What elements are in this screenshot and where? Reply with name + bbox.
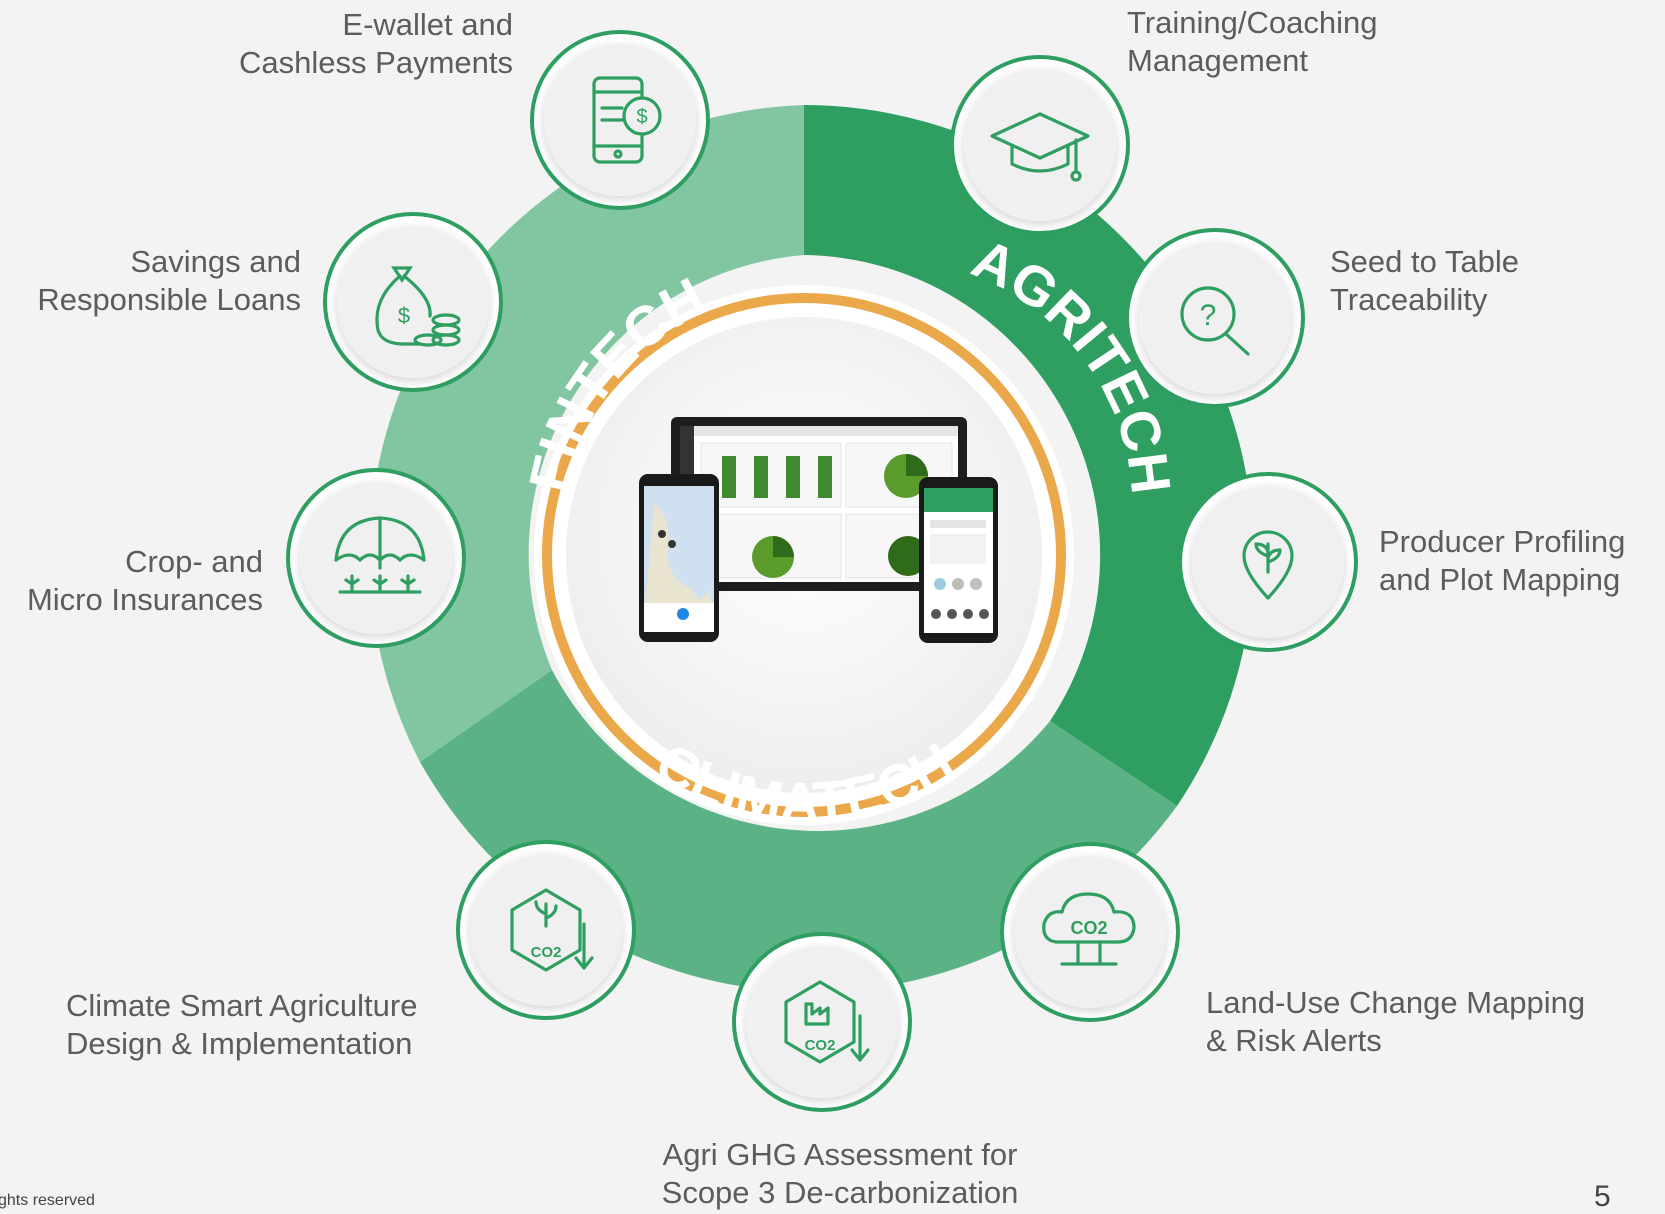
svg-text:CO2: CO2 <box>805 1037 836 1054</box>
training-node <box>950 55 1130 235</box>
co2-cloud-icon: CO2 <box>1042 892 1136 966</box>
savings-node: $ <box>323 212 503 392</box>
money-bag-icon: $ <box>375 266 461 347</box>
label-landuse: Land-Use Change Mapping& Risk Alerts <box>1206 985 1586 1058</box>
csa-node: CO2 <box>456 840 636 1020</box>
svg-text:CO2: CO2 <box>1070 918 1107 938</box>
profiling-node <box>1178 472 1358 652</box>
insurance-node <box>286 468 466 648</box>
ewallet-node: $ <box>530 30 710 210</box>
umbrella-crops-icon <box>334 516 426 594</box>
graduation-cap-icon <box>990 112 1090 182</box>
svg-text:?: ? <box>1200 299 1217 332</box>
ghg-node: CO2 <box>732 932 912 1112</box>
magnifier-question-icon: ? <box>1180 286 1250 356</box>
copyright-text: ghts reserved <box>0 1192 95 1209</box>
landuse-node: CO2 <box>1000 842 1180 1022</box>
svg-text:$: $ <box>398 303 410 328</box>
svg-text:$: $ <box>636 106 647 128</box>
co2-factory-hexagon-icon: CO2 <box>784 980 870 1064</box>
mobile-payment-icon: $ <box>592 76 662 164</box>
orange-ring <box>542 293 1066 817</box>
page-number: 5 <box>1594 1180 1611 1213</box>
svg-text:CO2: CO2 <box>531 944 562 961</box>
traceability-node: ? <box>1125 228 1305 408</box>
location-pin-plant-icon <box>1242 530 1294 600</box>
co2-plant-hexagon-icon: CO2 <box>510 888 594 972</box>
devices-dashboard-icon <box>639 417 998 643</box>
